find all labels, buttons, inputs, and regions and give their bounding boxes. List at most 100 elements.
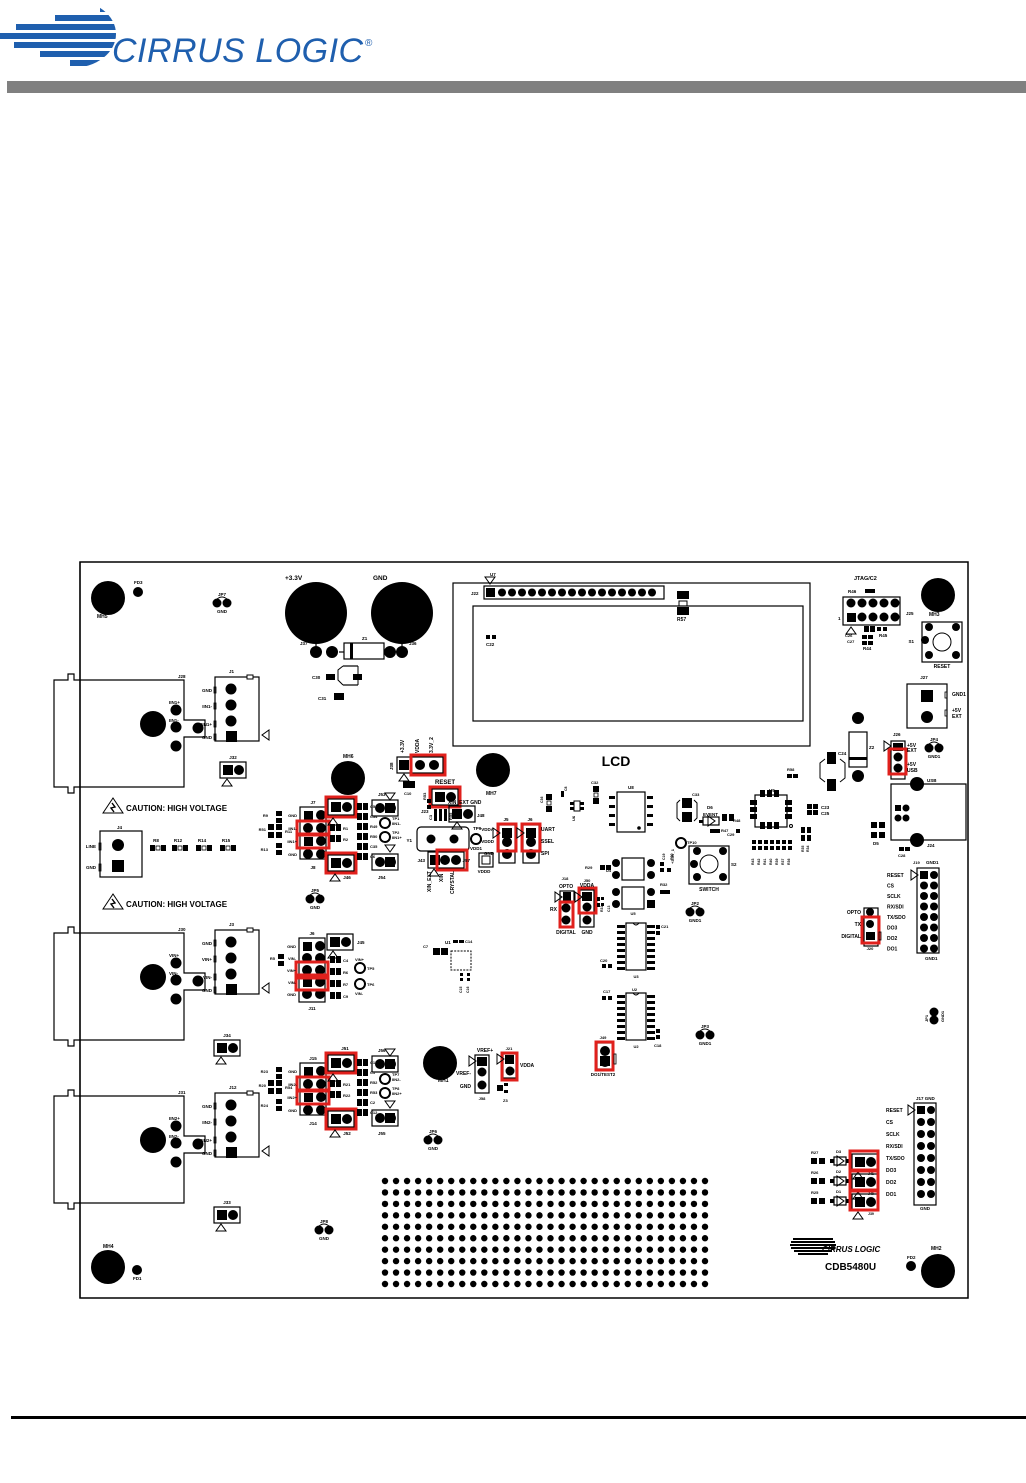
ic-pin [647, 943, 655, 946]
proto-hole [635, 1177, 642, 1185]
smd-pad [330, 956, 335, 963]
ic-pin [647, 1013, 655, 1016]
proto-hole [414, 1257, 422, 1265]
proto-hole [646, 1280, 654, 1288]
pin-label: SCLK [887, 894, 901, 900]
pin-tick [213, 702, 217, 710]
ic-u4 [621, 857, 645, 881]
qfp-pin [785, 807, 792, 812]
header-label: OPTO [559, 884, 573, 890]
cap-outline [676, 799, 698, 822]
header-label: VREF- [456, 1071, 471, 1077]
smd-pad [357, 813, 362, 820]
fiducial-fd2 [906, 1261, 916, 1271]
connector-id: J3 [229, 922, 235, 927]
smd-pad [597, 897, 600, 901]
proto-hole [690, 1200, 698, 1208]
smd-pad [710, 829, 720, 833]
jumper-2pin [371, 1055, 399, 1073]
part-label: R11 [285, 829, 293, 834]
round-pad [618, 588, 626, 597]
round-pad [342, 1058, 352, 1068]
round-pad [225, 683, 237, 695]
part-label: U3 [633, 974, 639, 979]
proto-hole [459, 1223, 466, 1230]
smd-pad [363, 1089, 368, 1096]
header-label: XIN_EXT [427, 871, 433, 892]
switch-pad [693, 873, 701, 881]
pin1-marker-icon [484, 576, 496, 585]
smd-pad [276, 1080, 282, 1086]
square-pad [435, 792, 445, 802]
ic-pin [647, 949, 655, 952]
smd-pad [883, 627, 887, 631]
pin1-marker-icon [836, 1155, 845, 1167]
proto-hole [414, 1189, 422, 1196]
resistor-pad [819, 1158, 825, 1164]
lcd-label: LCD [602, 753, 631, 769]
test-jumper-pad [685, 907, 695, 917]
mounting-hole-label: MH2 [931, 1246, 942, 1252]
proto-hole [701, 1177, 709, 1185]
logo-stripe [0, 33, 116, 39]
proto-hole [392, 1212, 400, 1219]
smd-pad [363, 823, 368, 830]
proto-hole [646, 1189, 654, 1196]
proto-hole [481, 1246, 488, 1253]
proto-hole [436, 1200, 444, 1208]
proto-hole [425, 1212, 433, 1219]
proto-hole [646, 1200, 654, 1208]
proto-hole [624, 1189, 631, 1196]
part-label: D3 [836, 1149, 842, 1154]
test-jumper-bridge [318, 1223, 330, 1227]
pin1-marker-icon [516, 827, 525, 839]
proto-hole [569, 1235, 576, 1242]
smd-pad [846, 1199, 850, 1203]
header-label: VDDA [415, 738, 421, 753]
pin-label: CS [887, 884, 895, 890]
ic-pin [617, 937, 625, 940]
part-label: C12 [370, 1110, 378, 1115]
pin-label: LINE [86, 844, 96, 849]
proto-hole [668, 1223, 676, 1230]
jumper-2pin [326, 933, 354, 951]
proto-hole [381, 1280, 389, 1288]
pin1-marker-icon [845, 626, 857, 635]
part-label: C20 [600, 958, 608, 963]
pin-label: GND [202, 1104, 213, 1109]
pin1-marker-icon [554, 891, 563, 903]
connector-id: J21 [506, 1046, 513, 1051]
smd-pad [268, 1088, 274, 1094]
round-pad [917, 1190, 925, 1198]
test-jumper-id: JP3 [701, 1024, 710, 1029]
part-label: D1 [836, 1189, 842, 1194]
pin1-marker-icon [428, 868, 440, 877]
part-label: U5 [630, 911, 636, 916]
square-pad [330, 937, 340, 947]
smd-pad [357, 1089, 362, 1096]
round-pad [927, 1166, 935, 1174]
proto-hole [547, 1246, 554, 1253]
ic-pin [617, 1037, 625, 1040]
pin-label: SCLK [886, 1132, 900, 1138]
proto-hole [536, 1257, 543, 1265]
smd-pad [357, 853, 362, 860]
pin1-marker-icon [384, 792, 396, 801]
mounting-hole-mh2 [921, 1254, 955, 1288]
proto-hole [470, 1223, 477, 1230]
resistor-pad [183, 845, 188, 851]
round-pad [920, 934, 928, 942]
connector-id: J26 [893, 732, 901, 737]
header-label: 3.3V_2 [429, 737, 435, 753]
pin-label: IIN2- [202, 1120, 212, 1125]
round-pad [234, 765, 244, 775]
pin-label: VIN+ [287, 968, 297, 973]
switch-label: RESET [934, 664, 951, 670]
smd-pad [764, 840, 768, 844]
smd-pad [439, 809, 442, 821]
pin-label: GND [288, 1108, 297, 1113]
pin1-marker-icon [261, 1145, 270, 1157]
switch-pad [693, 847, 701, 855]
smd-pad [593, 792, 599, 798]
pin-label: TX/SDO [886, 1156, 905, 1162]
